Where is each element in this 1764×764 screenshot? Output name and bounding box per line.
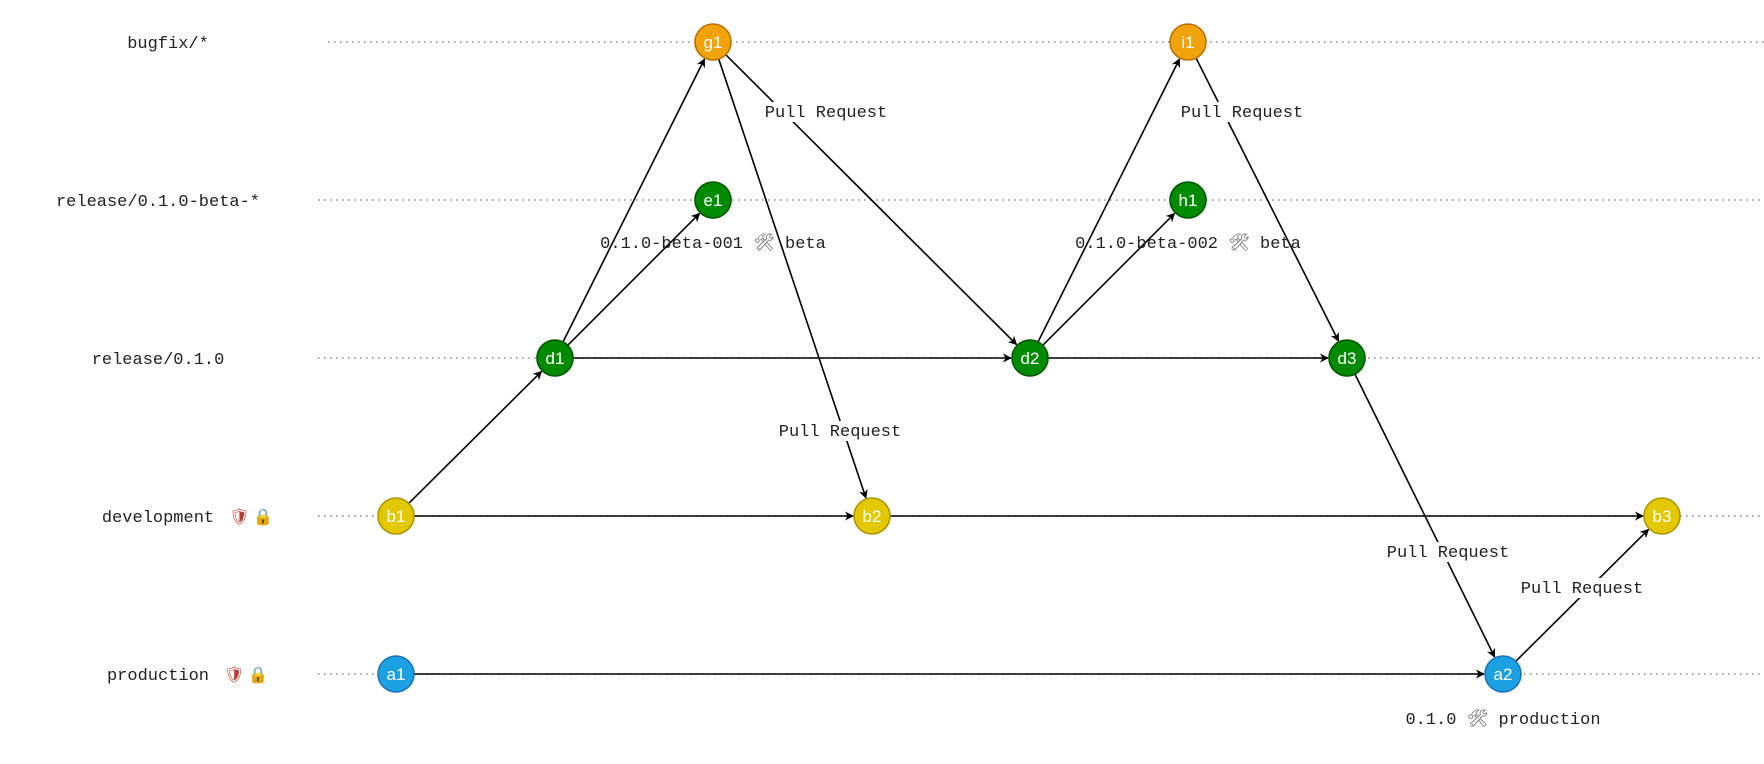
- tag-environment: production: [1488, 711, 1600, 730]
- commit-label: e1: [704, 191, 723, 210]
- edge-b1-d1: [408, 370, 543, 504]
- pull-request-label: Pull Request: [1521, 580, 1643, 599]
- commit-label: b2: [863, 507, 882, 526]
- commit-node-b1[interactable]: b1: [377, 497, 415, 535]
- commit-node-e1[interactable]: e1: [694, 181, 732, 219]
- tools-icon: 🛠: [1467, 709, 1489, 729]
- commit-circle[interactable]: [694, 181, 732, 219]
- tools-icon: 🛠: [753, 233, 775, 253]
- lane-labels: bugfix/* release/0.1.0-beta-* release/0.1.…: [56, 35, 273, 686]
- shield-icon: 🛡: [229, 507, 249, 526]
- commit-label: b1: [387, 507, 406, 526]
- pull-request-label: Pull Request: [1387, 544, 1509, 563]
- tag-version: 0.1.0-beta-002: [1075, 235, 1228, 254]
- edge-d1-e1: [567, 212, 701, 346]
- commit-circle[interactable]: [377, 655, 415, 693]
- commit-circle[interactable]: [536, 339, 574, 377]
- pull-request-label: Pull Request: [779, 423, 901, 442]
- commit-circle[interactable]: [377, 497, 415, 535]
- commit-label: g1: [704, 33, 723, 52]
- commit-circle[interactable]: [1169, 181, 1207, 219]
- commit-node-b2[interactable]: b2: [853, 497, 891, 535]
- edge-label-bg: [1383, 542, 1513, 562]
- commit-node-a2[interactable]: a2: [1484, 655, 1522, 693]
- commit-circle[interactable]: [1011, 339, 1049, 377]
- commit-node-h1[interactable]: h1: [1169, 181, 1207, 219]
- edge-d2-i1: [1037, 58, 1181, 343]
- tools-icon: 🛠: [1228, 233, 1250, 253]
- commit-node-d1[interactable]: d1: [536, 339, 574, 377]
- version-tag-a2: 0.1.0 🛠 production: [1405, 709, 1600, 730]
- commit-label: d2: [1021, 349, 1040, 368]
- edge-label-bg: [1177, 102, 1307, 122]
- commit-node-g1[interactable]: g1: [694, 23, 732, 61]
- commit-circle[interactable]: [853, 497, 891, 535]
- commit-node-a1[interactable]: a1: [377, 655, 415, 693]
- lock-icon: 🔒: [253, 507, 273, 526]
- lane-label-bugfix: bugfix/*: [127, 35, 209, 54]
- commit-node-i1[interactable]: i1: [1169, 23, 1207, 61]
- version-tag-e1: 0.1.0-beta-001 🛠 beta: [600, 233, 826, 254]
- edge-label-bg: [1517, 578, 1647, 598]
- commit-circle[interactable]: [694, 23, 732, 61]
- tag-environment: beta: [1250, 235, 1301, 254]
- commit-label: h1: [1179, 191, 1198, 210]
- commit-label: b3: [1653, 507, 1672, 526]
- commit-circle[interactable]: [1328, 339, 1366, 377]
- lane-label-beta: release/0.1.0-beta-*: [56, 193, 260, 212]
- commit-node-d3[interactable]: d3: [1328, 339, 1366, 377]
- tag-version: 0.1.0: [1405, 711, 1466, 730]
- version-tag-h1: 0.1.0-beta-002 🛠 beta: [1075, 233, 1301, 254]
- shield-icon: 🛡: [224, 665, 244, 684]
- edge-d3-a2: [1354, 373, 1496, 658]
- commit-circle[interactable]: [1169, 23, 1207, 61]
- tag-version: 0.1.0-beta-001: [600, 235, 753, 254]
- commit-label: a2: [1494, 665, 1513, 684]
- edge-label-bg: [761, 102, 891, 122]
- lane-label-development: development: [102, 509, 214, 528]
- pull-request-label: Pull Request: [765, 104, 887, 123]
- commit-label: a1: [387, 665, 406, 684]
- edge-d1-g1: [562, 58, 706, 343]
- pull-request-label: Pull Request: [1181, 104, 1303, 123]
- commit-nodes: a1 a2 b1 b2 b3 d1 d2 d3 e1 h1 g1 i1: [377, 23, 1681, 693]
- lane-label-release: release/0.1.0: [92, 351, 225, 370]
- commit-node-b3[interactable]: b3: [1643, 497, 1681, 535]
- commit-label: d3: [1338, 349, 1357, 368]
- commit-circle[interactable]: [1484, 655, 1522, 693]
- edge-d2-h1: [1042, 212, 1176, 346]
- lock-icon: 🔒: [248, 665, 268, 684]
- tag-environment: beta: [775, 235, 826, 254]
- commit-circle[interactable]: [1643, 497, 1681, 535]
- commit-label: d1: [546, 349, 565, 368]
- edge-i1-d3: [1195, 57, 1340, 342]
- commit-node-d2[interactable]: d2: [1011, 339, 1049, 377]
- edge-label-bg: [775, 421, 905, 441]
- commit-label: i1: [1181, 33, 1194, 52]
- lane-label-production: production: [107, 667, 209, 686]
